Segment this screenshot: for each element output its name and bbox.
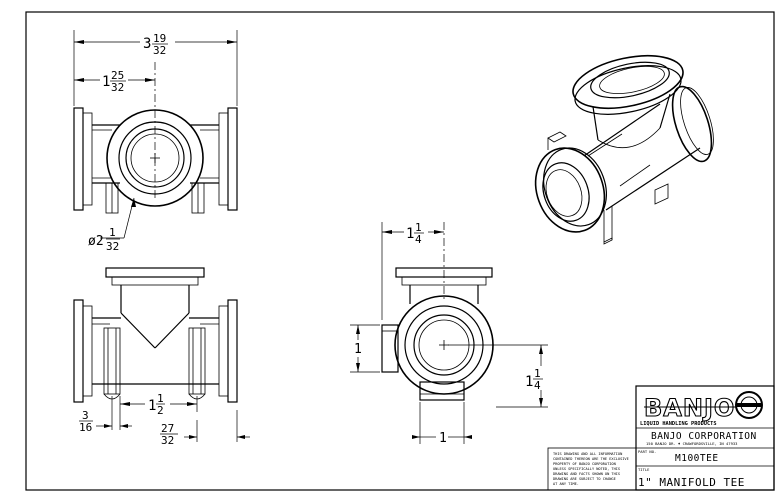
dim-flange-dia-den: 32 bbox=[106, 240, 119, 253]
dim-side-top-whole: 1 bbox=[406, 226, 414, 242]
side-view-dimensions: 1 1 4 1 1 1 4 1 bbox=[350, 221, 548, 446]
dim-flange-dia-num: 1 bbox=[109, 226, 116, 239]
dim-leg-offset-num: 27 bbox=[161, 422, 174, 435]
top-view bbox=[73, 107, 238, 214]
notice-line-4: UNLESS SPECIFICALLY NOTED, THIS bbox=[553, 467, 620, 471]
dim-half-width-den: 32 bbox=[111, 81, 124, 94]
dim-leg-spacing-whole: 1 bbox=[148, 398, 156, 414]
title-label: TITLE bbox=[638, 467, 650, 472]
dim-side-bottom: 1 bbox=[439, 431, 447, 446]
title-block: BANJO LIQUID HANDLING PRODUCTS BANJO COR… bbox=[635, 385, 775, 491]
notice-line-3: PROPERTY OF BANJO CORPORATION bbox=[553, 462, 616, 466]
sheet-border bbox=[25, 11, 775, 491]
notice-line-6: DRAWING ARE SUBJECT TO CHANGE bbox=[553, 477, 616, 481]
notice-line-1: THIS DRAWING AND ALL INFORMATION bbox=[553, 452, 622, 456]
company-address: 150 BANJO DR. ♦ CRAWFORDSVILLE, IN 47933 bbox=[646, 441, 737, 446]
dim-leg-width-num: 3 bbox=[82, 409, 89, 422]
dim-leg-spacing-den: 2 bbox=[157, 404, 164, 417]
dim-flange-dia-prefix: ø2 bbox=[88, 234, 104, 249]
dim-half-width-num: 25 bbox=[111, 69, 124, 82]
notice-line-2: CONTAINED THEREON ARE THE EXCLUSIVE bbox=[553, 457, 629, 461]
drawing-title: 1" MANIFOLD TEE bbox=[638, 476, 745, 489]
dim-leg-offset-den: 32 bbox=[161, 434, 174, 447]
side-view bbox=[381, 267, 494, 401]
isometric-view bbox=[534, 54, 714, 245]
dim-side-top-num: 1 bbox=[415, 221, 422, 234]
dim-leg-spacing-num: 1 bbox=[157, 392, 164, 405]
front-view bbox=[73, 267, 238, 403]
notice-line-5: DRAWING AND FACTS SHOWN ON THIS bbox=[553, 472, 620, 476]
notice-block: THIS DRAWING AND ALL INFORMATION CONTAIN… bbox=[547, 447, 637, 491]
dim-side-top-den: 4 bbox=[415, 233, 422, 246]
banjo-logo-wordmark: BANJO bbox=[644, 394, 735, 422]
company-name: BANJO CORPORATION bbox=[651, 431, 757, 442]
dim-side-left: 1 bbox=[354, 342, 362, 357]
banjo-logo: BANJO LIQUID HANDLING PRODUCTS bbox=[639, 390, 771, 427]
notice-line-7: AT ANY TIME. bbox=[553, 482, 579, 486]
dim-side-right-num: 1 bbox=[534, 367, 541, 380]
dim-side-right-whole: 1 bbox=[525, 374, 533, 390]
dim-overall-width-num: 19 bbox=[153, 32, 166, 45]
part-number: M100TEE bbox=[675, 453, 719, 464]
dim-overall-width-whole: 3 bbox=[143, 36, 151, 52]
front-view-dimensions: 1 1 2 3 16 27 32 bbox=[79, 392, 250, 447]
dim-leg-width-den: 16 bbox=[79, 421, 92, 434]
banjo-tagline: LIQUID HANDLING PRODUCTS bbox=[640, 421, 717, 427]
dim-half-width-whole: 1 bbox=[102, 74, 110, 90]
top-view-dimensions: 3 19 32 1 25 32 ø2 1 32 bbox=[73, 30, 238, 253]
part-no-label: PART NO. bbox=[638, 449, 656, 454]
dim-overall-width-den: 32 bbox=[153, 44, 166, 57]
dim-side-right-den: 4 bbox=[534, 379, 541, 392]
